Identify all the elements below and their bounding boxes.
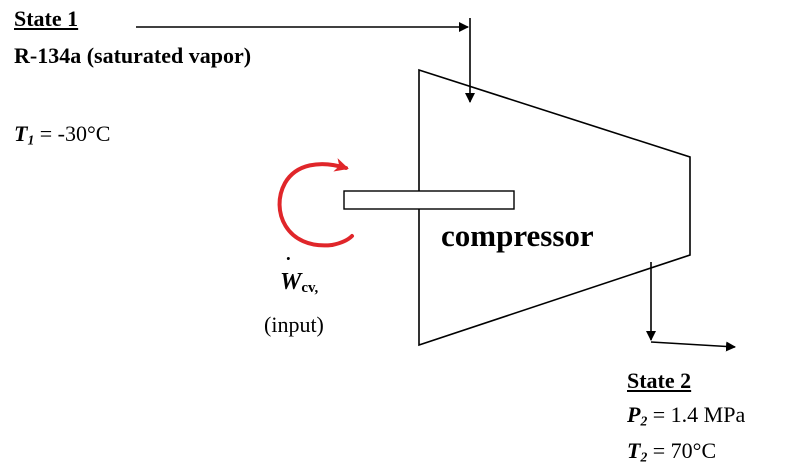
state2-pressure: P2 = 1.4 MPa bbox=[627, 404, 745, 428]
state2-temperature: T2 = 70°C bbox=[627, 440, 716, 464]
state1-temp-value: = -30°C bbox=[34, 121, 111, 146]
outlet-arrow-horizontal bbox=[650, 341, 736, 352]
work-symbol-letter: W bbox=[280, 269, 302, 295]
work-symbol: W˙ bbox=[280, 255, 302, 295]
work-label: W˙cv, bbox=[280, 255, 319, 296]
state2-heading: State 2 bbox=[627, 368, 692, 393]
work-rate-dot: ˙ bbox=[285, 254, 292, 276]
work-rotation-arrow-tail bbox=[330, 234, 354, 247]
state2-pressure-symbol: P bbox=[627, 402, 641, 427]
work-subscript: cv, bbox=[301, 279, 319, 296]
state2-pressure-value: = 1.4 MPa bbox=[647, 402, 746, 427]
work-note: (input) bbox=[264, 312, 324, 337]
shaft bbox=[343, 190, 515, 210]
state2-pressure-subscript: 2 bbox=[640, 413, 648, 429]
compressor-label: compressor bbox=[441, 218, 594, 253]
state1-temp-subscript: 1 bbox=[27, 132, 35, 148]
state1-temp-symbol: T bbox=[14, 121, 28, 146]
state2-temp-value: = 70°C bbox=[647, 438, 717, 463]
state1-heading: State 1 bbox=[14, 6, 79, 31]
state2-temp-symbol: T bbox=[627, 438, 641, 463]
state2-temp-subscript: 2 bbox=[640, 449, 648, 465]
work-rotation-arrow bbox=[277, 158, 349, 248]
state1-temperature: T1 = -30°C bbox=[14, 123, 110, 147]
compressor-body bbox=[418, 68, 691, 347]
state1-substance: R-134a (saturated vapor) bbox=[14, 43, 252, 68]
